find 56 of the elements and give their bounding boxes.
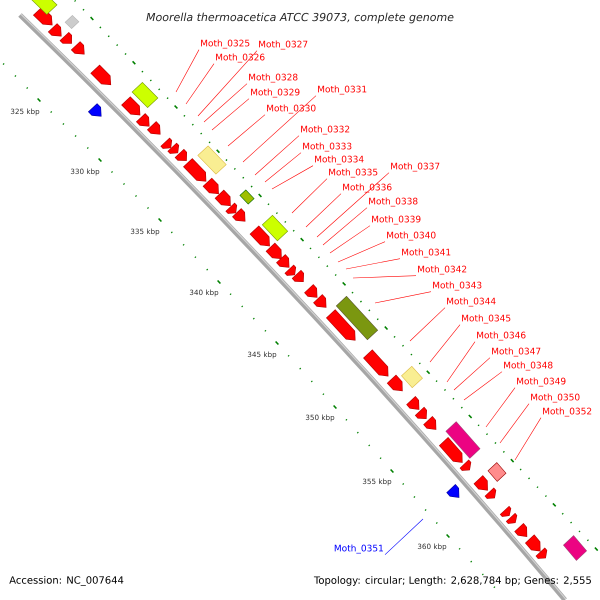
gene-label: Moth_0342 (418, 266, 466, 274)
leader-line (454, 357, 490, 390)
leader-line (204, 83, 248, 122)
gene-label: Moth_0335 (329, 168, 378, 178)
leader-line (254, 135, 300, 176)
gene-label: Moth_0344 (447, 298, 496, 306)
leader-line (316, 172, 390, 238)
leader-line (272, 165, 314, 190)
gene-label: Moth_0349 (517, 378, 566, 386)
leader-line (430, 324, 460, 362)
gene-label: Moth_0348 (504, 362, 552, 370)
leader-line (486, 387, 516, 428)
leader-line (384, 518, 424, 555)
leader-line (242, 95, 316, 162)
leader-line (338, 241, 386, 262)
leader-line (198, 50, 258, 116)
gene-label: Moth_0332 (301, 126, 350, 134)
leader-line (322, 207, 368, 246)
leader-line (500, 403, 530, 444)
gene-label: Moth_0325 (201, 40, 250, 48)
gene-label: Moth_0333 (303, 142, 352, 152)
leader-line (352, 275, 416, 278)
leader-line (228, 114, 266, 146)
gene-label: Moth_0350 (531, 394, 580, 402)
gene-label: Moth_0351 (334, 544, 383, 554)
leader-line (186, 63, 214, 104)
leader-line (446, 341, 476, 382)
gene-label: Moth_0352 (543, 408, 592, 416)
gene-label: Moth_0334 (315, 156, 364, 164)
leader-line (410, 307, 446, 342)
title: Moorella thermoacetica ATCC 39073, complete genome (146, 12, 454, 24)
leader-line (306, 193, 342, 228)
gene-label: Moth_0338 (369, 198, 418, 206)
gene-label: Moth_0337 (391, 162, 440, 172)
gene-label: Moth_0341 (402, 248, 450, 258)
gene-label: Moth_0339 (372, 216, 420, 224)
gene-label: Moth_0340 (387, 232, 436, 240)
genome-info-text: Topology: circular; Length: 2,628,784 bp; Genes: 2,555 (314, 576, 591, 586)
leader-line (346, 258, 400, 270)
accession-text: Accession: NC_007644 (9, 576, 124, 586)
leader-line (374, 291, 432, 304)
leader-line (514, 417, 542, 460)
gene-label: Moth_0345 (462, 314, 510, 324)
leader-line (264, 152, 302, 182)
gene-label: Moth_0328 (249, 74, 298, 82)
gene-label: Moth_0347 (492, 348, 540, 356)
gene-label: Moth_0346 (477, 332, 526, 340)
gene-label: Moth_0329 (251, 88, 300, 98)
leader-line (212, 98, 250, 130)
leader-line (464, 371, 502, 400)
gene-label: Moth_0327 (259, 40, 308, 50)
leader-line (330, 225, 370, 254)
gene-label: Moth_0343 (433, 282, 482, 290)
leader-line (176, 49, 200, 92)
gene-label: Moth_0331 (318, 86, 366, 94)
leader-line (292, 178, 328, 214)
